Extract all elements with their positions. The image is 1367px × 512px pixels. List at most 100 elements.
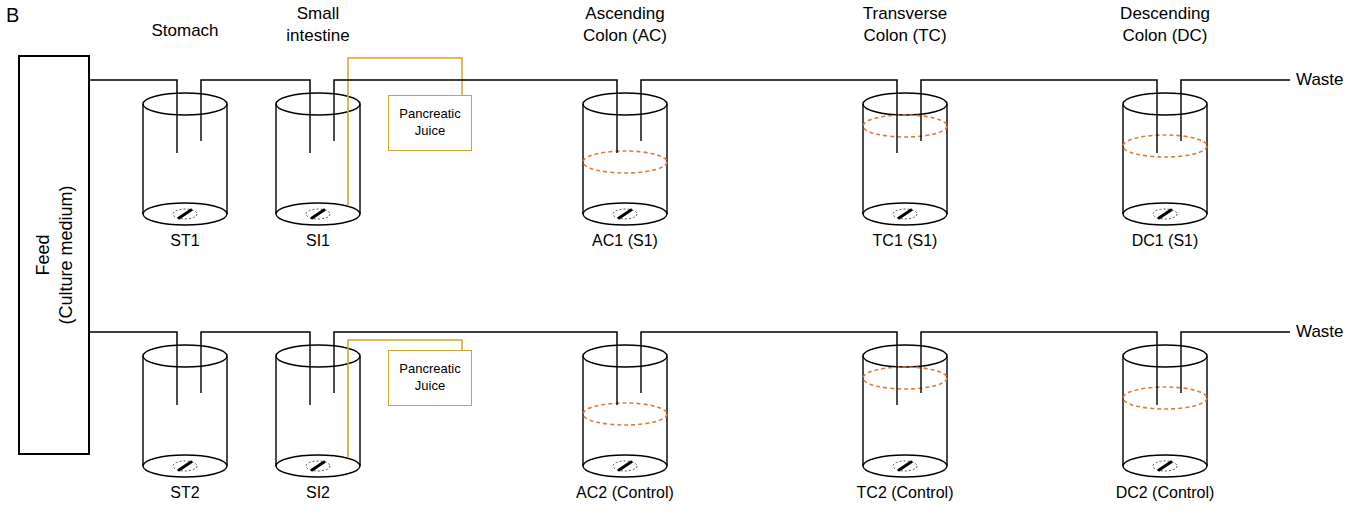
mucosal-ring [863, 115, 947, 137]
inlet-tube [616, 345, 617, 405]
flow-tube [90, 80, 177, 93]
vessel-wall [143, 356, 227, 466]
juice-tube [347, 93, 349, 205]
flow-tube [90, 332, 177, 345]
outlet-tube [1180, 93, 1181, 141]
vessel-rim [863, 93, 947, 115]
inlet-tube [1156, 93, 1157, 153]
stir-bar [899, 462, 911, 470]
section-heading: Transverse Colon (TC) [851, 3, 959, 47]
vessel-base [1123, 455, 1207, 477]
reactor-vessel: DC1 (S1) [1095, 93, 1235, 250]
vessel-wall [1123, 104, 1207, 214]
vessel-base [583, 203, 667, 225]
vessel-drawing [115, 93, 255, 227]
outlet-tube [200, 93, 201, 141]
vessel-label: AC2 (Control) [555, 483, 695, 502]
inlet-tube [1156, 345, 1157, 405]
vessel-wall [863, 356, 947, 466]
stir-bar [1159, 462, 1171, 470]
reactor-vessel: ST2 [115, 345, 255, 502]
stir-bar [179, 210, 191, 218]
rotated-text-wrap: Feed(Culture medium) [32, 185, 77, 324]
vessel-wall [1123, 356, 1207, 466]
reactor-vessel: DC2 (Control) [1095, 345, 1235, 502]
pancreatic-juice-box: Pancreatic Juice [388, 350, 472, 406]
vessel-rim [583, 93, 667, 115]
stir-bar [619, 210, 631, 218]
outlet-tube [1180, 345, 1181, 393]
reactor-vessel: TC1 (S1) [835, 93, 975, 250]
mucosal-ring [1123, 387, 1207, 409]
vessel-wall [583, 356, 667, 466]
vessel-base [143, 455, 227, 477]
flow-tube [641, 80, 897, 93]
waste-label: Waste [1296, 69, 1362, 91]
flow-tube [334, 80, 617, 93]
vessel-drawing [248, 345, 388, 479]
mucosal-ring [1123, 135, 1207, 157]
mucosal-ring [583, 403, 667, 425]
section-heading: Stomach [130, 20, 240, 42]
stir-bar [312, 210, 324, 218]
outlet-tube [640, 345, 641, 393]
inlet-tube [176, 345, 177, 405]
outlet-tube [333, 345, 334, 393]
stir-bar [619, 462, 631, 470]
outlet-tube [920, 345, 921, 393]
juice-tube [348, 340, 462, 350]
section-heading: Small intestine [272, 3, 364, 47]
vessel-label: SI2 [248, 483, 388, 502]
stirrer-motion [613, 209, 637, 219]
outlet-tube [333, 93, 334, 141]
outlet-tube [920, 93, 921, 141]
vessel-rim [1123, 93, 1207, 115]
stirrer-motion [173, 209, 197, 219]
vessel-rim [863, 345, 947, 367]
vessel-base [276, 455, 360, 477]
vessel-drawing [1095, 345, 1235, 479]
vessel-wall [863, 104, 947, 214]
reactor-vessel: ST1 [115, 93, 255, 250]
vessel-drawing [555, 93, 695, 227]
stirrer-motion [306, 209, 330, 219]
waste-tube [1181, 80, 1290, 93]
pancreatic-juice-box: Pancreatic Juice [388, 95, 472, 151]
reactor-vessel: SI1 [248, 93, 388, 250]
reactor-vessel: AC2 (Control) [555, 345, 695, 502]
vessel-drawing [248, 93, 388, 227]
stirrer-motion [173, 461, 197, 471]
stirrer-motion [1153, 209, 1177, 219]
box-label: Pancreatic Juice [395, 361, 465, 395]
vessel-label: TC1 (S1) [835, 231, 975, 250]
flow-tube [334, 332, 617, 345]
panel-letter: B [6, 2, 36, 28]
vessel-label: DC2 (Control) [1095, 483, 1235, 502]
inlet-tube [309, 93, 310, 153]
outlet-tube [640, 93, 641, 141]
reactor-vessel: TC2 (Control) [835, 345, 975, 502]
inlet-tube [176, 93, 177, 153]
vessel-base [863, 203, 947, 225]
stir-bar [312, 462, 324, 470]
vessel-label: DC1 (S1) [1095, 231, 1235, 250]
vessel-drawing [835, 345, 975, 479]
inlet-tube [896, 93, 897, 153]
vessel-drawing [115, 345, 255, 479]
vessel-drawing [835, 93, 975, 227]
vessel-label: AC1 (S1) [555, 231, 695, 250]
vessel-wall [583, 104, 667, 214]
vessel-label: SI1 [248, 231, 388, 250]
stirrer-motion [306, 461, 330, 471]
vessel-rim [1123, 345, 1207, 367]
mucosal-ring [583, 151, 667, 173]
vessel-label: ST2 [115, 483, 255, 502]
vessel-label: TC2 (Control) [835, 483, 975, 502]
vessel-rim [143, 93, 227, 115]
flow-tube [921, 80, 1157, 93]
outlet-tube [200, 345, 201, 393]
vessel-rim [143, 345, 227, 367]
stirrer-motion [1153, 461, 1177, 471]
vessel-base [583, 455, 667, 477]
